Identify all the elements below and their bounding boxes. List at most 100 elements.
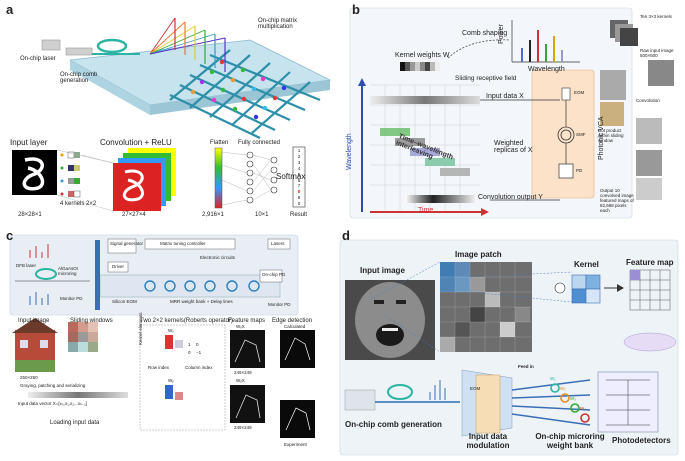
panel-b-label: b bbox=[352, 2, 360, 17]
convolution-label: Convolution bbox=[636, 98, 660, 103]
loading-label: Loading input data bbox=[50, 420, 100, 426]
fc-dim-label: 10×1 bbox=[255, 212, 269, 218]
flatten-dim-label: 2,916×1 bbox=[202, 212, 224, 218]
result-digit: 8 bbox=[297, 189, 301, 195]
experiment-label: Experiment bbox=[284, 442, 307, 447]
mrr-line2: weight bank bbox=[546, 441, 594, 450]
kernel-elements-label: Kernel elements bbox=[138, 312, 143, 345]
pd-label: PD bbox=[576, 168, 583, 173]
result-digit: 4 bbox=[297, 165, 301, 171]
ten-kernels-label: Ten 3×3 kernels bbox=[640, 14, 672, 19]
calculated-label: Calculated bbox=[284, 324, 306, 329]
kernels-label: 4 kernels 2×2 bbox=[60, 201, 97, 207]
eom-label: EOM bbox=[574, 90, 585, 95]
raw-input-label: Raw input image 500×500 bbox=[640, 48, 674, 58]
input-dim-label: 28×28×1 bbox=[18, 212, 42, 218]
sliding-field-label: Sliding receptive field bbox=[455, 75, 517, 82]
signal-gen-label: Signal generator bbox=[110, 241, 144, 246]
panel-b bbox=[349, 7, 674, 219]
wavelength-axis-label: Wavelength bbox=[528, 66, 565, 73]
input-layer-label: Input layer bbox=[10, 138, 48, 147]
input-modulation-label: Input data modulation bbox=[462, 432, 514, 450]
panel-c bbox=[9, 234, 315, 438]
comb-shaping-label: Comb shaping bbox=[462, 30, 508, 37]
result-digit: 2 bbox=[297, 153, 301, 159]
w3-label: W₃ bbox=[570, 396, 577, 401]
panel-a-chip bbox=[41, 17, 332, 139]
result-digits: 1 2 3 4 5 6 7 8 9 0 bbox=[294, 148, 304, 207]
kernel-value-1: 1 bbox=[188, 342, 191, 347]
fully-connected-label: Fully connected bbox=[238, 140, 281, 146]
wx-x-label: WₓX bbox=[236, 324, 245, 329]
mrr-bank-label-d: On-chip microring weight bank bbox=[530, 432, 610, 450]
input-image-label: Input image bbox=[18, 318, 50, 324]
wy-label: Wᵧ bbox=[168, 378, 174, 383]
onchip-laser-label: On-chip laser bbox=[20, 56, 56, 62]
result-digit: 9 bbox=[297, 195, 301, 201]
lasers-label: Lasers bbox=[271, 241, 285, 246]
result-digit: 3 bbox=[297, 159, 301, 165]
dot-product-label: Dot product within sliding window bbox=[598, 128, 624, 143]
output-text-label: Output 10 convolved image featured maps … bbox=[600, 188, 634, 213]
column-index-label: Column index bbox=[185, 365, 213, 370]
input-vector-label: Input data vector X=[x₀,x₁,x₂...xₙ₋₁] bbox=[18, 401, 87, 406]
mrr-line1: On-chip microring bbox=[535, 432, 605, 441]
panel-d bbox=[339, 239, 679, 456]
kernel-weights-label: Kernel weights W bbox=[395, 52, 450, 59]
feature-maps-label: Feature maps bbox=[228, 318, 266, 324]
result-digit: 1 bbox=[297, 148, 301, 153]
matrix-tuning-label: Matrix tuning controller bbox=[160, 241, 206, 246]
driver-label: Driver bbox=[112, 264, 124, 269]
mrr-bank-label: MRR weight bank + Delay lines bbox=[170, 299, 233, 304]
eom-label-d: EOM bbox=[470, 386, 481, 391]
dfb-laser-label: DFB laser bbox=[16, 263, 37, 268]
kernel-label: Kernel bbox=[574, 260, 599, 269]
conv-output-label: Convolution output Y bbox=[478, 194, 543, 201]
monitor-pd-label-1: Monitor PD bbox=[60, 296, 83, 301]
kernel-value-4: −1 bbox=[196, 350, 202, 355]
wy-x-label: WᵧX bbox=[236, 378, 245, 383]
silicon-eom-label: Silicon EOM bbox=[112, 299, 137, 304]
wavelength-vertical-label: Wavelength bbox=[346, 133, 353, 170]
onchip-pd-label: On-chip PD bbox=[262, 272, 286, 277]
two-kernels-label: Two 2×2 kernels(Roberts operator) bbox=[140, 318, 233, 324]
panel-a-label: a bbox=[6, 2, 14, 17]
fm2-dim-label: 249×249 bbox=[234, 425, 252, 430]
softmax-label: Softmax bbox=[276, 172, 306, 181]
w1-label: W₁ bbox=[550, 376, 556, 381]
conv-dim-label: 27×27×4 bbox=[122, 212, 146, 218]
result-digit: 5 bbox=[297, 171, 301, 177]
fm1-dim-label: 249×249 bbox=[234, 370, 252, 375]
comb-generation-label: On-chip comb generation bbox=[60, 72, 98, 84]
comb-generation-label-d: On-chip comb generation bbox=[345, 420, 442, 429]
photodetectors-label: Photodetectors bbox=[612, 436, 671, 445]
wx-label: Wₓ bbox=[168, 328, 174, 333]
microring-label: AlGaAsOI microring bbox=[58, 266, 79, 276]
result-label: Result bbox=[290, 212, 308, 218]
weighted-replicas-label: Weighted replicas of X bbox=[494, 140, 533, 154]
result-digit: 6 bbox=[297, 177, 301, 183]
result-digit: 7 bbox=[297, 183, 301, 189]
image-dim-label: 250×250 bbox=[20, 375, 38, 380]
kernel-value-2: 0 bbox=[196, 342, 199, 347]
result-digit: 0 bbox=[297, 201, 301, 207]
electronic-label: Electronic circuits bbox=[200, 255, 236, 260]
w2-label: W₂ bbox=[560, 386, 566, 391]
conv-relu-label: Convolution + ReLU bbox=[100, 138, 172, 147]
panel-d-label: d bbox=[342, 228, 350, 243]
monitor-pd-label-2: Monitor PD bbox=[268, 302, 291, 307]
feed-in-label: Feed in bbox=[518, 364, 534, 369]
input-modulation-line2: modulation bbox=[466, 441, 510, 450]
matrix-mult-label: On-chip matrix multiplication bbox=[258, 18, 298, 30]
panel-c-label: c bbox=[6, 228, 14, 243]
graying-label: Graying, patching and serializing bbox=[20, 383, 86, 388]
feature-map-label: Feature map bbox=[626, 258, 674, 267]
power-label: Power bbox=[498, 24, 505, 44]
input-data-label: Input data X bbox=[486, 93, 524, 100]
edge-detection-label: Edge detection bbox=[272, 318, 313, 324]
flatten-label: Flatten bbox=[210, 140, 229, 146]
image-patch-label: Image patch bbox=[455, 250, 502, 259]
row-index-label: Row index bbox=[148, 365, 170, 370]
kernel-value-3: 0 bbox=[188, 350, 191, 355]
